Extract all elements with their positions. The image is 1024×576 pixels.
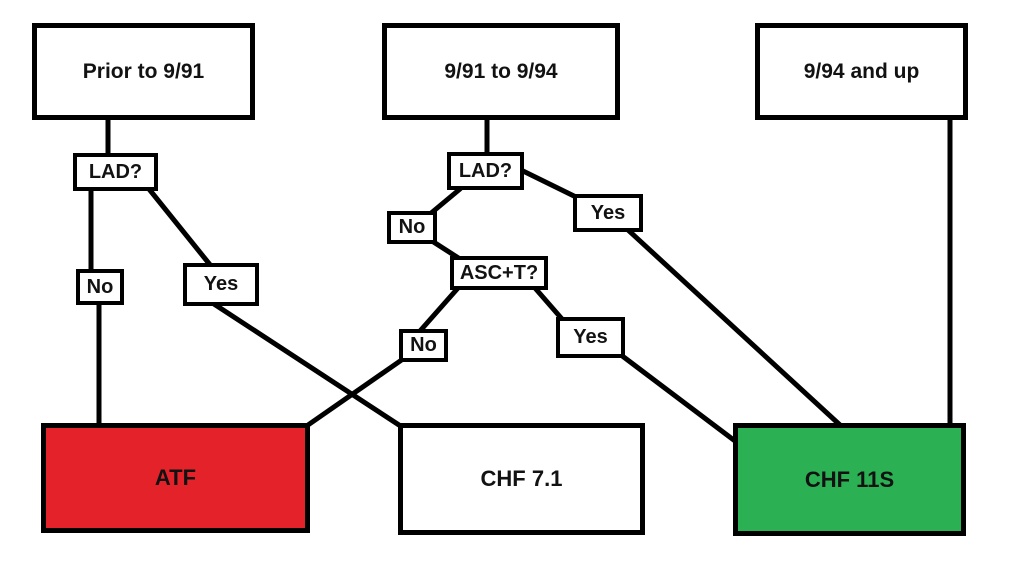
era-box-prior-991-label: Prior to 9/91 — [82, 59, 205, 83]
answer-yes-asct: Yes — [556, 317, 625, 358]
edge-lad2-no2 — [427, 186, 463, 217]
edge-yes2-chf11s — [624, 226, 843, 428]
edge-lad1-yes1 — [146, 186, 214, 269]
edge-asct-no3 — [417, 285, 461, 334]
answer-yes-lad-middle-label: Yes — [590, 201, 626, 224]
decision-lad-left-label: LAD? — [88, 160, 143, 183]
result-box-chf11s-label: CHF 11S — [804, 466, 895, 492]
result-box-atf-label: ATF — [154, 465, 197, 490]
decision-asct-label: ASC+T? — [459, 261, 539, 284]
answer-yes-asct-label: Yes — [573, 326, 608, 348]
decision-asct: ASC+T? — [450, 256, 548, 290]
result-box-chf11s: CHF 11S — [733, 423, 966, 536]
answer-yes-lad-middle: Yes — [573, 194, 643, 232]
answer-no-lad-left: No — [76, 269, 124, 305]
result-box-chf71: CHF 7.1 — [398, 423, 645, 535]
decision-lad-middle-label: LAD? — [458, 159, 513, 182]
era-box-991-to-994: 9/91 to 9/94 — [382, 23, 620, 120]
era-box-994-and-up-label: 9/94 and up — [803, 59, 920, 83]
answer-no-lad-middle-label: No — [398, 216, 426, 238]
edge-yes3-chf11s — [618, 352, 742, 447]
decision-lad-left: LAD? — [73, 153, 158, 191]
edge-lad2-yes2 — [518, 167, 579, 200]
edge-no3-atf — [305, 356, 406, 428]
era-box-991-to-994-label: 9/91 to 9/94 — [444, 59, 558, 83]
era-box-994-and-up: 9/94 and up — [755, 23, 968, 120]
answer-no-lad-left-label: No — [86, 275, 114, 298]
decision-lad-middle: LAD? — [447, 152, 524, 190]
era-box-prior-991: Prior to 9/91 — [32, 23, 255, 120]
answer-yes-lad-left-label: Yes — [203, 273, 239, 295]
result-box-chf71-label: CHF 7.1 — [480, 466, 563, 491]
answer-yes-lad-left: Yes — [183, 263, 259, 306]
answer-no-asct: No — [399, 329, 448, 362]
edge-yes1-chf71 — [211, 301, 402, 428]
edge-asct-yes3 — [532, 285, 565, 322]
answer-no-lad-middle: No — [387, 211, 437, 244]
result-box-atf: ATF — [41, 423, 310, 533]
answer-no-asct-label: No — [410, 334, 437, 356]
